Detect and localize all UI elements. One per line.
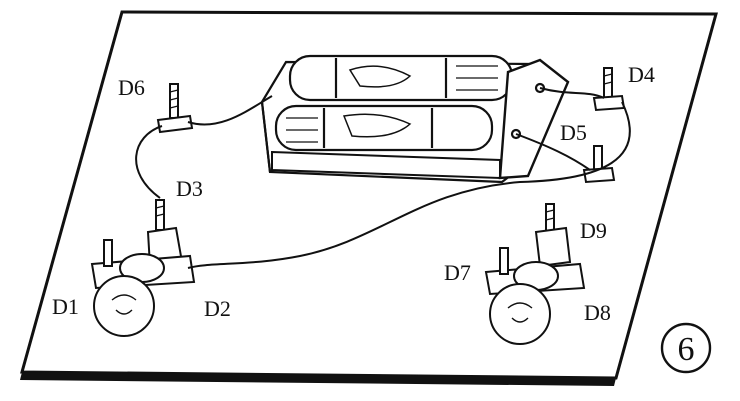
label-d7: D7 bbox=[444, 260, 471, 285]
label-d8: D8 bbox=[584, 300, 611, 325]
wire-d4-to-d2 bbox=[187, 101, 631, 269]
figure-number-badge: 6 bbox=[660, 322, 712, 374]
wires bbox=[135, 87, 631, 269]
label-d1: D1 bbox=[52, 294, 79, 319]
figure-number: 6 bbox=[678, 331, 695, 368]
battery-holder bbox=[260, 54, 570, 184]
label-d3: D3 bbox=[176, 176, 203, 201]
wire-battery-to-d5 bbox=[515, 133, 591, 171]
label-d4: D4 bbox=[628, 62, 655, 87]
wire-battery-to-d4 bbox=[539, 87, 605, 99]
terminal-screw-d4 bbox=[592, 67, 626, 112]
lamp-holder-right bbox=[484, 203, 586, 296]
battery-cell-bottom bbox=[274, 104, 494, 152]
wire-d6-to-battery bbox=[187, 95, 273, 126]
label-d6: D6 bbox=[118, 75, 145, 100]
wire-d6-to-d3 bbox=[135, 125, 163, 199]
label-d9: D9 bbox=[580, 218, 607, 243]
bulb-right bbox=[489, 283, 551, 345]
label-d2: D2 bbox=[204, 296, 231, 321]
bulb-left bbox=[93, 275, 155, 337]
label-d5: D5 bbox=[560, 120, 587, 145]
